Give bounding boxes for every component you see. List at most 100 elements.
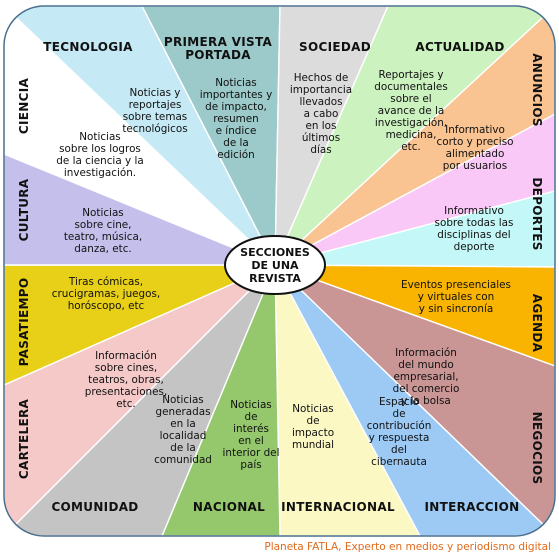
section-label-5: ANUNCIOS bbox=[530, 53, 544, 127]
section-desc-line: tecnológicos bbox=[122, 123, 187, 135]
section-desc-line: Eventos presenciales bbox=[401, 279, 511, 291]
section-label-3: SOCIEDAD bbox=[299, 40, 371, 54]
section-desc-line: reportajes bbox=[129, 99, 182, 111]
section-desc-line: en el bbox=[238, 435, 264, 447]
section-desc-line: y la bolsa bbox=[401, 395, 451, 407]
section-desc-line: Reportajes y bbox=[379, 69, 444, 81]
section-desc-line: sobre cines, bbox=[95, 362, 157, 374]
section-desc-line: documentales bbox=[374, 81, 448, 93]
hub-line-2: DE UNA bbox=[251, 259, 299, 272]
section-label-4: ACTUALIDAD bbox=[415, 40, 504, 54]
sector-wedges bbox=[4, 6, 555, 536]
section-desc-line: contribución bbox=[367, 420, 432, 432]
section-desc-line: sobre cine, bbox=[75, 219, 132, 231]
section-desc-line: del mundo bbox=[398, 359, 453, 371]
hub-line-3: REVISTA bbox=[249, 272, 301, 285]
section-desc-line: sobre los logros bbox=[59, 143, 141, 155]
section-desc-line: Noticias bbox=[292, 403, 333, 415]
section-desc-line: Información bbox=[395, 347, 457, 359]
center-hub-ellipse bbox=[224, 235, 326, 295]
section-label-1: TECNOLOGIA bbox=[43, 40, 133, 54]
section-desc-line: interés bbox=[233, 423, 269, 435]
section-desc-line: y respuesta bbox=[369, 432, 430, 444]
section-desc-line: horóscopo, etc bbox=[68, 300, 145, 312]
section-desc-line: comunidad bbox=[154, 454, 212, 466]
section-desc-line: y virtuales con bbox=[418, 291, 494, 303]
section-label-12: COMUNIDAD bbox=[51, 500, 138, 514]
hub-line-1: SECCIONES bbox=[240, 246, 310, 259]
section-desc-line: de bbox=[245, 411, 258, 423]
section-desc-line: localidad bbox=[160, 430, 207, 442]
section-desc-line: días bbox=[310, 144, 331, 156]
diagram-frame bbox=[3, 5, 556, 537]
section-desc-line: de la bbox=[170, 442, 196, 454]
section-desc-line: investigación, bbox=[375, 117, 447, 129]
section-desc-line: resumen bbox=[213, 113, 259, 125]
section-desc-line: investigación. bbox=[64, 167, 136, 179]
section-desc-line: país bbox=[240, 459, 261, 471]
section-desc-line: etc. bbox=[401, 141, 420, 153]
section-desc-line: danza, etc. bbox=[74, 243, 131, 255]
section-desc-line: impacto bbox=[292, 427, 334, 439]
section-desc-line: presentaciones, bbox=[85, 386, 168, 398]
section-desc-line: importancia bbox=[290, 84, 352, 96]
section-desc-line: Hechos de bbox=[294, 72, 349, 84]
section-desc-line: Noticias y bbox=[130, 87, 181, 99]
section-desc-line: Información bbox=[95, 350, 157, 362]
section-desc-line: avance de la bbox=[378, 105, 444, 117]
section-desc-line: teatros, obras, bbox=[88, 374, 164, 386]
section-desc-line: teatro, música, bbox=[64, 231, 142, 243]
section-label-7: AGENDA bbox=[530, 294, 544, 353]
section-desc-line: en la bbox=[170, 418, 196, 430]
section-desc-line: crucigramas, juegos, bbox=[52, 288, 160, 300]
section-desc-line: Informativo bbox=[445, 124, 505, 136]
section-desc-line: Noticias bbox=[79, 131, 120, 143]
section-desc-line: y sin sincronía bbox=[419, 303, 493, 315]
section-label-13: CARTELERA bbox=[17, 398, 31, 479]
section-label-11: NACIONAL bbox=[193, 500, 265, 514]
section-desc-line: Noticias bbox=[215, 77, 256, 89]
section-desc-line: a cabo bbox=[304, 108, 339, 120]
section-desc-line: corto y preciso bbox=[437, 136, 514, 148]
section-desc-line: importantes y bbox=[200, 89, 273, 101]
sector-16 bbox=[4, 152, 276, 266]
center-hub: SECCIONES DE UNA REVISTA bbox=[224, 235, 326, 295]
section-label-8: NEGOCIOS bbox=[530, 412, 544, 485]
section-desc-line: sobre todas las bbox=[435, 217, 514, 229]
section-desc-line: de impacto, bbox=[205, 101, 267, 113]
section-label-16: CIENCIA bbox=[17, 78, 31, 135]
section-desc-line: empresarial, bbox=[393, 371, 458, 383]
section-desc-line: mundial bbox=[292, 439, 334, 451]
section-desc-line: por usuarios bbox=[443, 160, 507, 172]
section-desc-line: deporte bbox=[454, 241, 495, 253]
section-desc-line: del comercio bbox=[393, 383, 460, 395]
section-label-6: DEPORTES bbox=[530, 177, 544, 250]
section-desc-line: interior del bbox=[223, 447, 280, 459]
section-desc-line: Noticias bbox=[162, 394, 203, 406]
section-desc-line: de la bbox=[223, 137, 249, 149]
section-desc-line: cibernauta bbox=[371, 456, 427, 468]
section-desc-line: generadas bbox=[156, 406, 211, 418]
section-desc-line: de bbox=[393, 408, 406, 420]
section-desc-line: Espacio bbox=[379, 396, 419, 408]
section-desc-line: Informativo bbox=[444, 205, 504, 217]
section-desc-line: medicina, bbox=[386, 129, 437, 141]
section-label-10: INTERNACIONAL bbox=[281, 500, 395, 514]
section-label-14: PASATIEMPO bbox=[17, 278, 31, 367]
